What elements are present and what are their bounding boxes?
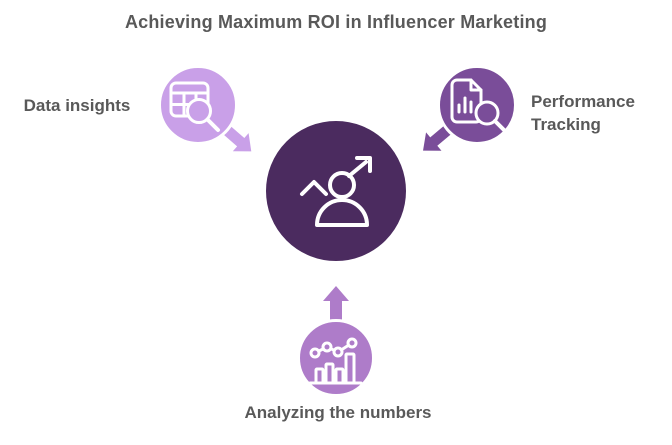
label-data-insights: Data insights — [23, 96, 131, 115]
bar — [344, 352, 356, 385]
caret-up — [300, 180, 328, 196]
person-growth-icon — [300, 156, 372, 227]
report-magnifier-icon — [450, 78, 506, 132]
growth-arrow-head — [355, 156, 372, 173]
bar — [334, 367, 345, 385]
line-chart-node — [309, 347, 321, 359]
bar — [324, 362, 335, 385]
line-chart-node — [346, 337, 358, 349]
data-table-magnifier-icon — [169, 81, 220, 132]
arrow-up-icon — [323, 286, 349, 346]
right-node-performance-tracking — [437, 65, 517, 145]
magnifier-lens — [474, 100, 500, 126]
document-fold — [469, 78, 483, 92]
magnifier-handle — [493, 119, 506, 132]
person-shoulders — [315, 198, 369, 227]
center-node-influencer — [263, 118, 409, 264]
bar — [314, 367, 325, 385]
person-head — [328, 171, 356, 199]
left-node-data-insights — [158, 65, 238, 145]
bottom-node-analytics — [297, 319, 375, 397]
line-chart-path — [313, 341, 354, 355]
label-performance-tracking: Performance Tracking — [531, 92, 635, 134]
magnifier-handle — [205, 117, 220, 132]
growth-arrow-shaft — [347, 160, 368, 178]
magnifier-lens — [186, 98, 212, 124]
line-chart-node — [332, 346, 344, 358]
line-chart-node — [321, 341, 333, 353]
document-bars — [457, 96, 473, 114]
page-title: Achieving Maximum ROI in Influencer Mark… — [124, 12, 548, 32]
analytics-chart-icon — [308, 337, 363, 385]
label-analyzing-numbers: Analyzing the numbers — [244, 403, 432, 422]
